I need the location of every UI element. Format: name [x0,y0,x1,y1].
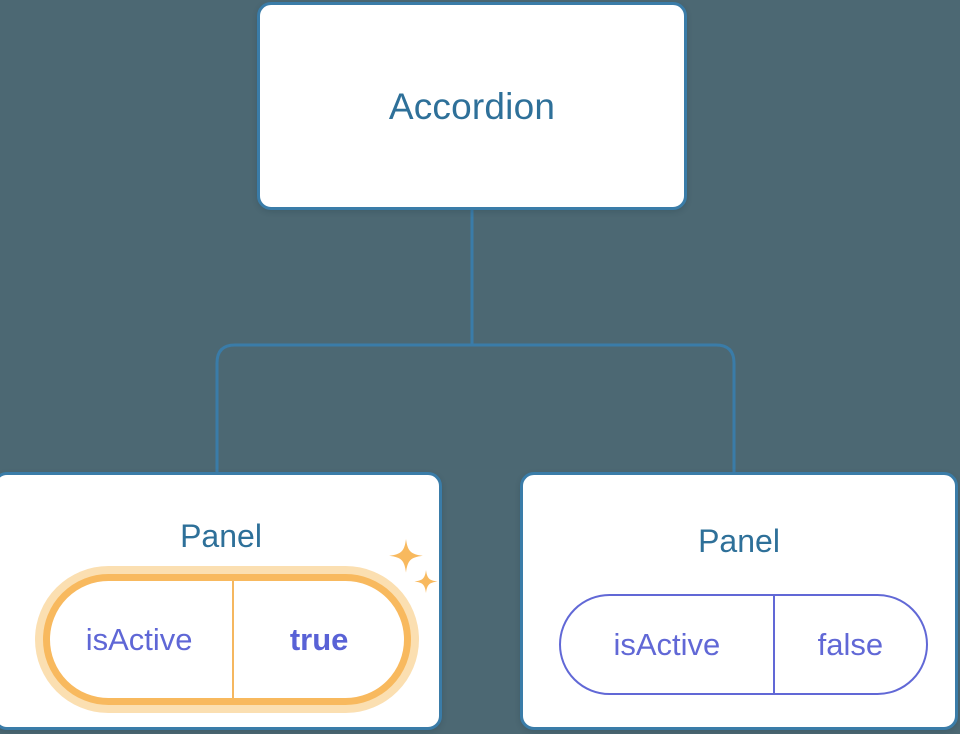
node-panel-inactive[interactable]: Panel isActive false [520,472,958,730]
prop-pill-is-active-true[interactable]: isActive true [43,574,411,705]
prop-key-label: isActive [85,622,193,657]
prop-value-label: false [772,596,926,693]
node-panel-active-title: Panel [180,518,262,554]
prop-pill-is-active-false[interactable]: isActive false [559,594,928,695]
node-accordion[interactable]: Accordion [257,2,687,210]
prop-key-label: isActive [613,627,721,662]
connector-branch-left [215,343,472,474]
node-accordion-title: Accordion [388,85,556,127]
node-panel-inactive-title: Panel [698,523,780,559]
connector-branch-right [472,343,736,474]
prop-value-label: true [232,581,404,698]
